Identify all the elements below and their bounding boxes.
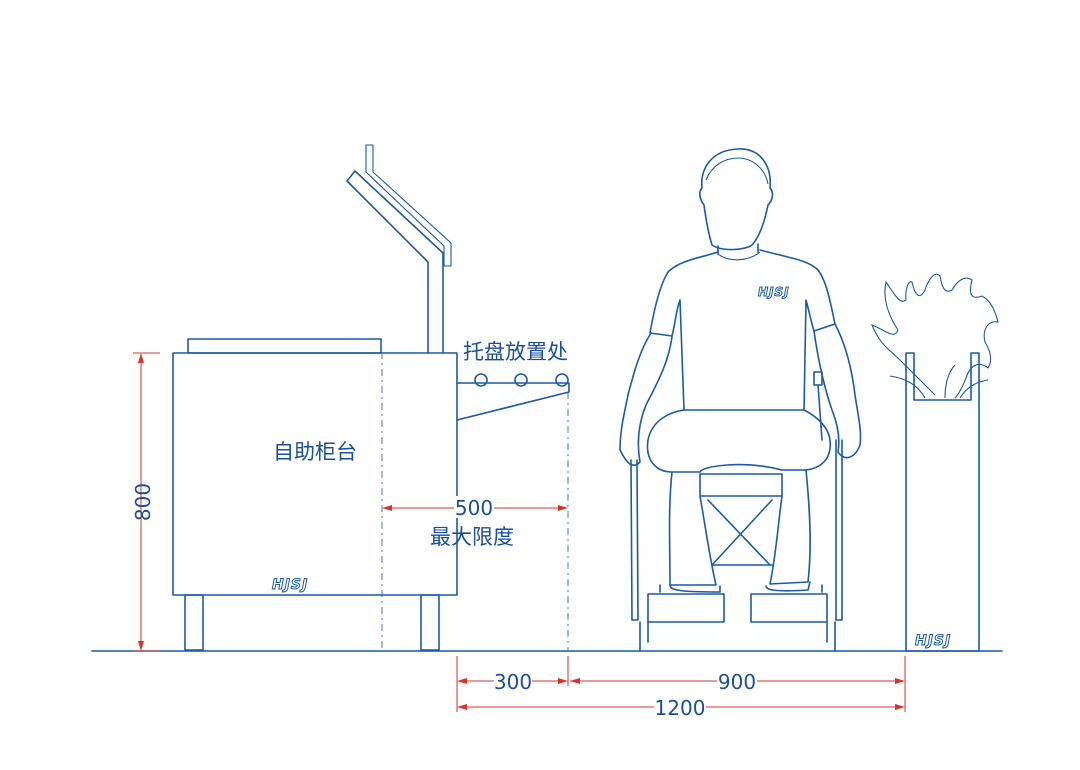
- dimension-under-counter: 300: [456, 656, 569, 712]
- dimension-label-under-counter: 300: [494, 670, 532, 694]
- wheelchair: [630, 371, 843, 652]
- dimension-height: 800: [131, 352, 160, 652]
- dimension-label-wheelchair-clearance: 900: [718, 670, 756, 694]
- dimension-total: 1200: [457, 696, 905, 720]
- dimension-label-tray-reach: 500: [455, 496, 493, 520]
- dimension-label-height: 800: [131, 483, 155, 521]
- label-self-service-counter: 自助柜台: [273, 440, 357, 464]
- counter-top-plate: [187, 338, 382, 354]
- dimension-wheelchair-clearance: 900: [570, 656, 906, 712]
- plant-icon: [871, 273, 999, 399]
- wheelchair-cross-brace: [707, 499, 773, 566]
- seated-person: HJSJ: [619, 148, 862, 593]
- person-foot-right: [765, 581, 811, 592]
- counter-body: [172, 352, 458, 596]
- dimension-label-total: 1200: [655, 696, 706, 720]
- planter-logo: HJSJ: [915, 633, 951, 649]
- counter-leg-right: [420, 594, 440, 651]
- wheelchair-seat: [699, 473, 783, 497]
- person-foot-left: [669, 584, 721, 593]
- counter-leg-left: [184, 594, 204, 651]
- counter-logo: HJSJ: [272, 577, 308, 593]
- wheelchair-wheel-left: [630, 459, 639, 621]
- person-leg-right: [769, 469, 811, 585]
- self-service-counter: HJSJ: [172, 144, 570, 651]
- tray-roller: [474, 373, 488, 387]
- dimension-tray-reach: 500: [382, 496, 568, 520]
- label-tray-area: 托盘放置处: [463, 340, 568, 364]
- tray-shelf: [456, 382, 570, 421]
- display-arm-glass: [365, 144, 452, 267]
- person-shirt: [649, 249, 836, 411]
- label-max-limit: 最大限度: [430, 525, 514, 549]
- person-arm-right: [813, 323, 862, 459]
- person-leg-left: [668, 471, 717, 586]
- wheelchair-wheel-right: [835, 439, 843, 621]
- planter-body: [905, 352, 980, 652]
- tray-roller: [555, 373, 569, 387]
- planter: HJSJ: [871, 273, 999, 652]
- person-head: [699, 148, 774, 251]
- person-arm-left: [619, 332, 673, 466]
- tray-roller: [514, 373, 528, 387]
- shirt-logo: HJSJ: [758, 285, 790, 299]
- wheelchair-footplate-left: [647, 593, 725, 623]
- display-arm: [346, 170, 444, 354]
- wheelchair-footplate-right: [750, 593, 828, 623]
